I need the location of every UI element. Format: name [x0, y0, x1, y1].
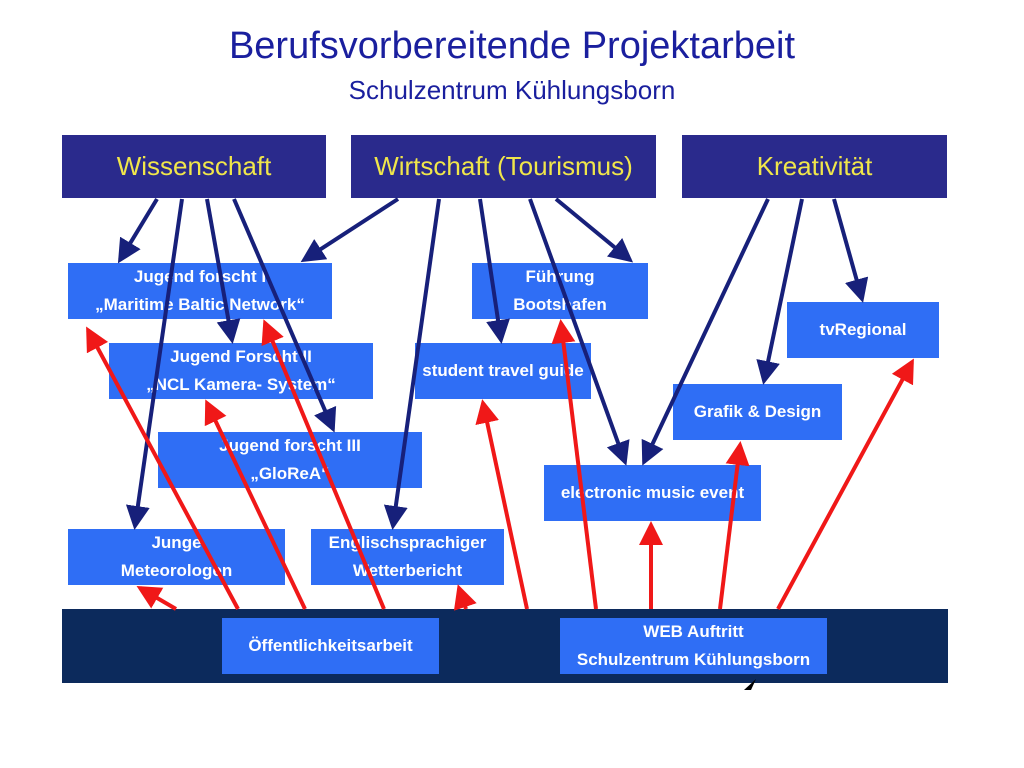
project-label-line1: Junge — [151, 533, 202, 552]
arrow-wissenschaft-jugend3 — [232, 198, 337, 433]
project-tvregional: tvRegional — [787, 302, 939, 358]
category-wirtschaft: Wirtschaft (Tourismus) — [351, 135, 656, 198]
output-label-line2: Schulzentrum Kühlungsborn — [576, 650, 811, 669]
page-title: Berufsvorbereitende Projektarbeit — [228, 25, 796, 67]
project-grafik-design: Grafik & Design — [673, 384, 842, 440]
project-label-line2: Bootshafen — [513, 295, 607, 314]
arrow-kreativitaet-music — [641, 198, 770, 466]
project-label-line1: Englischsprachiger — [328, 533, 487, 552]
project-junge-meteorologen: Junge Meteorologen — [68, 529, 285, 585]
arrow-red-to-fuehrung — [551, 319, 598, 610]
project-label-line2: „GloReA“ — [250, 464, 330, 483]
arrow-kreativitaet-tvregional — [832, 198, 869, 303]
arrow-wirtschaft-music — [528, 198, 630, 466]
arrow-wirtschaft-fuehrung — [554, 197, 634, 263]
project-jugend-forscht-1: Jugend forscht I „Maritime Baltic Networ… — [68, 263, 332, 319]
project-student-travel-guide: student travel guide — [415, 343, 591, 399]
arrow-wissenschaft-jugend2 — [205, 198, 241, 344]
project-label-line2: Meteorologen — [120, 561, 233, 580]
output-oeffentlichkeitsarbeit: Öffentlichkeitsarbeit — [222, 618, 439, 674]
arrow-red-to-jugend1-left — [86, 326, 240, 610]
arrow-red-to-meteorologen — [136, 585, 178, 611]
output-label-line1: Öffentlichkeitsarbeit — [248, 636, 413, 655]
arrow-red-to-tvregional — [776, 358, 914, 610]
arrow-red-to-jugend2 — [204, 399, 307, 610]
project-label-line1: electronic music event — [560, 483, 745, 502]
category-kreativitaet: Kreativität — [682, 135, 947, 198]
category-wissenschaft: Wissenschaft — [62, 135, 326, 198]
output-label-line1: WEB Auftritt — [643, 622, 744, 641]
project-jugend-forscht-3: Jugend forscht III „GloReA“ — [158, 432, 422, 488]
arrow-red-to-music-right — [718, 441, 750, 610]
arrow-wissenschaft-meteorologen — [125, 198, 184, 530]
arrow-wirtschaft-travel — [478, 198, 510, 344]
arrow-red-to-jugend1-right — [261, 319, 386, 610]
stray-arrowhead — [744, 679, 756, 690]
project-label-line1: Grafik & Design — [693, 402, 822, 421]
arrow-wissenschaft-jugend1 — [117, 197, 159, 264]
arrow-red-to-travel — [475, 399, 529, 610]
project-label-line1: tvRegional — [819, 320, 907, 339]
arrow-red-to-wetterbericht — [453, 584, 477, 611]
project-label-line1: student travel guide — [422, 361, 584, 380]
project-wetterbericht: Englischsprachiger Wetterbericht — [311, 529, 504, 585]
arrow-wirtschaft-wetterbericht — [383, 198, 441, 530]
page-subtitle: Schulzentrum Kühlungsborn — [348, 75, 676, 105]
project-fuehrung-bootshafen: Führung Bootshafen — [472, 263, 648, 319]
project-label-line1: Jugend forscht I — [133, 267, 267, 286]
project-label-line1: Jugend forscht III — [219, 436, 361, 455]
arrow-kreativitaet-grafik — [756, 198, 804, 385]
arrow-wirtschaft-jugend1 — [300, 197, 400, 263]
output-web-auftritt: WEB Auftritt Schulzentrum Kühlungsborn — [560, 618, 827, 674]
project-label-line2: „Maritime Baltic Network“ — [95, 295, 305, 314]
project-label-line2: Wetterbericht — [352, 561, 463, 580]
